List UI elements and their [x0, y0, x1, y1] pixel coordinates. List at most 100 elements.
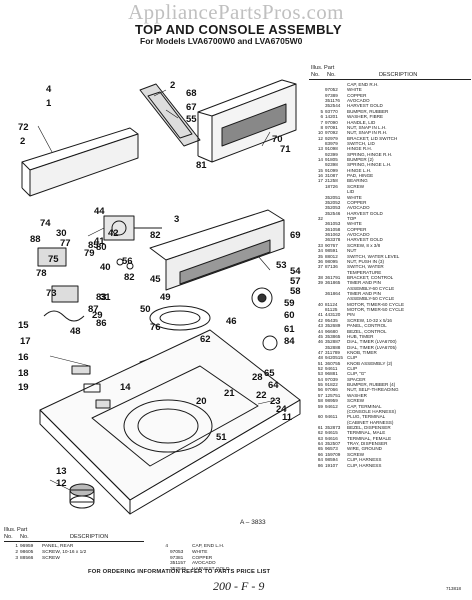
description-cell: PAD, HINGE	[347, 173, 374, 179]
callout-number: 78	[36, 268, 47, 279]
callout-number: 88	[30, 234, 41, 245]
callout-number: 4	[46, 84, 52, 95]
callout-number: 50	[140, 304, 151, 315]
description-cell: SCREW	[347, 451, 365, 457]
parts-row: (CABINET HARNESS)	[309, 420, 471, 425]
part-no-cell: 81125	[325, 307, 338, 313]
part-no-cell: 83979	[325, 140, 338, 146]
callout-number: 87	[88, 304, 99, 315]
control-bezel	[149, 209, 285, 351]
parts-row: CAP, END R.H.	[309, 82, 471, 87]
callout-number: 80	[96, 242, 107, 253]
part-no-cell: 93770	[325, 108, 338, 114]
description-cell: ASSEMBLY-60 CYCLE	[347, 285, 395, 291]
description-cell: HARVEST GOLD	[347, 210, 383, 216]
header-no: No.	[311, 72, 320, 78]
illus-no-cell: 61	[317, 425, 323, 430]
bottom-header-illus: Illus. Part	[4, 527, 28, 533]
callout-number: 72	[18, 122, 29, 133]
illus-no-cell: 44	[317, 328, 323, 334]
callout-number: 11	[282, 412, 293, 423]
callout-number: 20	[196, 396, 207, 407]
callout-number: 69	[290, 230, 301, 241]
callout-number: 40	[100, 262, 111, 273]
illus-no-cell: 45	[317, 333, 323, 339]
callout-number: 82	[124, 272, 135, 283]
illus-no-cell: 57	[317, 392, 323, 398]
parts-row: ASSEMBLY-50 CYCLE	[309, 296, 471, 301]
callout-number: 71	[280, 144, 291, 155]
bottom-header-no: No.	[4, 534, 13, 540]
illus-no-cell: 16	[317, 173, 323, 179]
diagram-label: A – 3833	[240, 519, 266, 526]
callout-number: 64	[268, 380, 279, 391]
callout-number: 12	[56, 478, 67, 489]
part-no-cell: 97052	[325, 87, 338, 93]
callout-number: 76	[150, 322, 161, 333]
description-cell: SPRING, HINGE L.H.	[347, 162, 392, 168]
description-cell: TIMER AND PIN	[347, 280, 381, 286]
description-cell: LID	[347, 189, 355, 195]
callout-number: 15	[18, 320, 29, 331]
description-cell: NUT, SNAP IN R.H.	[347, 130, 388, 136]
description-cell: TIMER AND PIN	[347, 291, 381, 297]
callout-number: 62	[200, 334, 211, 345]
callout-number: 44	[94, 206, 105, 217]
callout-number: 14	[120, 382, 131, 393]
callout-number: 28	[252, 372, 263, 383]
callout-number: 75	[48, 254, 59, 265]
part-no-cell: 94615	[325, 430, 338, 436]
description-cell: COPPER	[347, 92, 367, 98]
description-cell: MOTOR, TIMER-60 CYCLE	[347, 301, 405, 307]
illus-no-cell: 17	[317, 178, 323, 184]
callout-number: 57	[290, 276, 301, 287]
part-no-cell: 98591	[325, 248, 338, 254]
part-no-cell: 91098	[325, 146, 338, 152]
illus-no-cell: 33	[317, 242, 323, 248]
callout-number: 21	[224, 388, 235, 399]
illus-no-cell: 13	[317, 146, 323, 152]
parts-list-header: Illus. Part No. No. DESCRIPTION	[309, 65, 471, 82]
part-no-cell: 97381	[170, 555, 184, 561]
page-subtitle: For Models LVA6700W0 and LVA6705W0	[140, 36, 303, 46]
illus-no-cell: 43	[317, 323, 323, 329]
callout-number: 3	[174, 214, 179, 225]
description-cell: TRAY, DISPENSER	[347, 441, 388, 447]
description-cell: PANEL, REAR	[42, 544, 74, 549]
callout-number: 84	[284, 336, 295, 347]
ordering-note: FOR ORDERING INFORMATION REFER TO PARTS …	[88, 569, 271, 575]
description-cell: BEZEL, DISPENSER	[347, 425, 391, 430]
illus-no-cell: 5	[320, 108, 323, 114]
illus-no-cell: 55	[317, 382, 323, 388]
description-cell: SCREW, 8 x 3/8	[347, 242, 381, 248]
callout-number: 58	[290, 286, 301, 297]
bottom-header-part-no: No.	[20, 534, 29, 540]
header-description: DESCRIPTION	[379, 72, 418, 78]
description-cell: SCREW	[42, 555, 60, 561]
